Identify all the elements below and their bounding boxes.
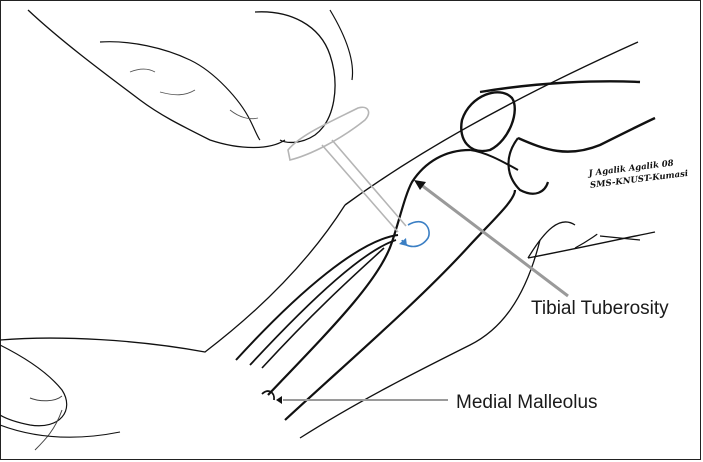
medial-malleolus-marker bbox=[262, 391, 274, 400]
patient-hand bbox=[0, 345, 67, 426]
leg-skin-outline-upper bbox=[0, 205, 345, 352]
tibial-tuberosity-label: Tibial Tuberosity bbox=[531, 298, 669, 320]
operator-thumb bbox=[255, 12, 335, 143]
patella bbox=[461, 92, 515, 151]
medial-malleolus-label: Medial Malleolus bbox=[456, 392, 598, 414]
tibial-tuberosity-pointer bbox=[420, 184, 568, 296]
needle-shaft bbox=[322, 140, 406, 232]
patient-hand-finger bbox=[30, 396, 62, 450]
tibia-line-3 bbox=[262, 248, 384, 368]
knee-back-outline bbox=[528, 222, 575, 258]
thigh-outline-bottom bbox=[528, 232, 655, 258]
rotation-arrowhead bbox=[399, 238, 407, 246]
tibia-anterior-border-2 bbox=[250, 240, 396, 365]
patient-hand-lower bbox=[0, 425, 120, 437]
knuckle-detail bbox=[130, 69, 258, 119]
tibia-crest bbox=[268, 150, 470, 395]
femur-top bbox=[480, 81, 640, 92]
femur-bottom bbox=[518, 118, 655, 152]
medial-malleolus-arrowhead bbox=[276, 396, 282, 404]
operator-hand-outline bbox=[28, 10, 285, 148]
tibia-posterior-border bbox=[285, 190, 515, 420]
